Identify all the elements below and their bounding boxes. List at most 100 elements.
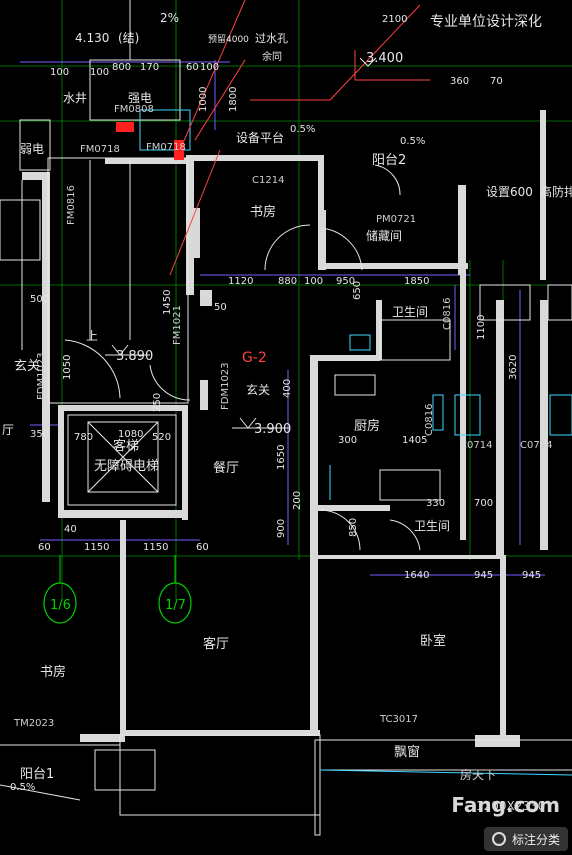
dim-780: 780 bbox=[74, 432, 93, 443]
dim-100d: 100 bbox=[304, 276, 323, 287]
room-bedroom: 卧室 bbox=[420, 633, 446, 649]
dim-1650: 1650 bbox=[276, 445, 287, 470]
room-bath-upper: 卫生间 bbox=[392, 305, 428, 319]
elev-right: 3.400 bbox=[366, 51, 403, 66]
slope-a: 0.5% bbox=[290, 124, 315, 135]
tag-icon bbox=[491, 832, 506, 846]
room-water-shaft: 水井 bbox=[63, 91, 87, 105]
grid-label-1-6: 1/6 bbox=[50, 598, 71, 613]
room-storage: 储藏间 bbox=[366, 228, 402, 243]
room-dining: 餐厅 bbox=[213, 460, 239, 476]
dim-1050: 1050 bbox=[62, 355, 73, 380]
dim-400: 400 bbox=[282, 379, 293, 398]
level-stair: 3.890 bbox=[116, 349, 153, 364]
room-entry: 玄关 bbox=[14, 359, 40, 374]
watermark-cn: 房天下 bbox=[459, 768, 496, 782]
dim-700: 700 bbox=[474, 498, 493, 509]
tag-c0714: C0714 bbox=[460, 440, 492, 451]
tag-fm0808: FM0808 bbox=[114, 104, 154, 115]
reserve-label: 预留4000 bbox=[208, 33, 249, 45]
dim-70: 70 bbox=[490, 76, 503, 87]
tag-c1214: C1214 bbox=[252, 175, 284, 186]
dim-100b: 100 bbox=[90, 67, 109, 78]
tag-c0816b: C0816 bbox=[424, 404, 435, 436]
room-balcony2: 阳台2 bbox=[372, 153, 406, 168]
dim-1450: 1450 bbox=[162, 290, 173, 315]
tag-category-label: 标注分类 bbox=[511, 832, 560, 847]
dim-3620: 3620 bbox=[508, 355, 519, 380]
tag-fm1021: FM1021 bbox=[172, 305, 183, 345]
tag-fm0718: FM0718 bbox=[80, 144, 120, 155]
room-bay-window: 飘窗 bbox=[394, 744, 420, 760]
elev-top: 4.130 bbox=[75, 31, 109, 45]
dim-330: 330 bbox=[426, 498, 445, 509]
slope-c: 0.5% bbox=[10, 782, 35, 793]
dim-60c: 60 bbox=[196, 542, 209, 553]
tag-fdm1023: FDM1023 bbox=[36, 352, 47, 400]
annotation-leaders bbox=[169, 0, 430, 276]
dim-100c: 100 bbox=[200, 62, 219, 73]
tag-c0714b: C0714 bbox=[520, 440, 552, 451]
dim-1640: 1640 bbox=[404, 570, 429, 581]
tag-pm0721: PM0721 bbox=[376, 214, 416, 225]
room-fire: 高防排 bbox=[540, 184, 572, 199]
dim-1405: 1405 bbox=[402, 435, 427, 446]
dim-1120: 1120 bbox=[228, 276, 253, 287]
dim-100a: 100 bbox=[50, 67, 69, 78]
door-swings bbox=[64, 164, 421, 551]
dim-60b: 60 bbox=[38, 542, 51, 553]
slope-top: 2% bbox=[160, 11, 179, 25]
grid-label-1-7: 1/7 bbox=[165, 598, 186, 613]
fixtures bbox=[139, 109, 572, 776]
grid-bubble-1-6 bbox=[43, 555, 77, 624]
room-weak-power: 弱电 bbox=[20, 142, 44, 156]
dim-650: 650 bbox=[352, 281, 363, 300]
dim-1150a: 1150 bbox=[84, 542, 109, 553]
dim-1000: 1000 bbox=[198, 87, 209, 112]
dim-500: 500 bbox=[30, 294, 49, 305]
dim-945b: 945 bbox=[522, 570, 541, 581]
dim-170: 170 bbox=[140, 62, 159, 73]
walls bbox=[22, 110, 548, 747]
dim-1150b: 1150 bbox=[143, 542, 168, 553]
dim-520: 520 bbox=[152, 432, 171, 443]
dim-950: 950 bbox=[336, 276, 355, 287]
tag-category-button[interactable]: 标注分类 bbox=[483, 827, 568, 851]
level-hall: 3.900 bbox=[254, 422, 291, 437]
room-kitchen: 厨房 bbox=[354, 418, 380, 434]
dim-50a: 50 bbox=[214, 302, 227, 313]
specialist-note: 专业单位设计深化 bbox=[430, 14, 542, 30]
dim-1800: 1800 bbox=[228, 87, 239, 112]
dim-360: 360 bbox=[450, 76, 469, 87]
dim-2100: 2100 bbox=[382, 14, 407, 25]
tag-tc3017: TC3017 bbox=[379, 714, 418, 725]
grid-bubble-1-7 bbox=[158, 555, 192, 624]
remain-label: 余同 bbox=[262, 50, 282, 63]
tag-fdm1023b: FDM1023 bbox=[220, 362, 231, 410]
room-equip-platform: 设备平台 bbox=[236, 130, 284, 145]
dim-1080: 1080 bbox=[118, 429, 143, 440]
wall-outlines bbox=[0, 0, 572, 836]
tag-fm0718b: FM0718 bbox=[146, 142, 186, 153]
dim-250: 250 bbox=[152, 393, 163, 412]
lift-barrier-free: 无障碍电梯 bbox=[94, 459, 159, 474]
room-balcony1: 阳台1 bbox=[20, 767, 54, 782]
fire-markers bbox=[116, 122, 184, 160]
overflow-label: 过水孔 bbox=[255, 32, 288, 45]
room-bath-lower: 卫生间 bbox=[414, 519, 450, 533]
dim-945a: 945 bbox=[474, 570, 493, 581]
room-equip600: 设置600 bbox=[486, 185, 533, 199]
elevation-triangle-left bbox=[105, 57, 377, 429]
struct-label: (结) bbox=[118, 31, 139, 45]
room-study-left: 书房 bbox=[40, 664, 66, 680]
type-g2: G-2 bbox=[242, 350, 267, 366]
tag-fm0816: FM0816 bbox=[66, 185, 77, 225]
dim-350: 350 bbox=[30, 429, 49, 440]
room-foyer-right: 玄关 bbox=[246, 382, 270, 397]
slope-b: 0.5% bbox=[400, 136, 425, 147]
dimension-lines bbox=[20, 60, 545, 576]
watermark-brand: Fang.com bbox=[451, 793, 560, 817]
room-power-shaft: 强电 bbox=[128, 91, 152, 105]
dim-1850: 1850 bbox=[404, 276, 429, 287]
